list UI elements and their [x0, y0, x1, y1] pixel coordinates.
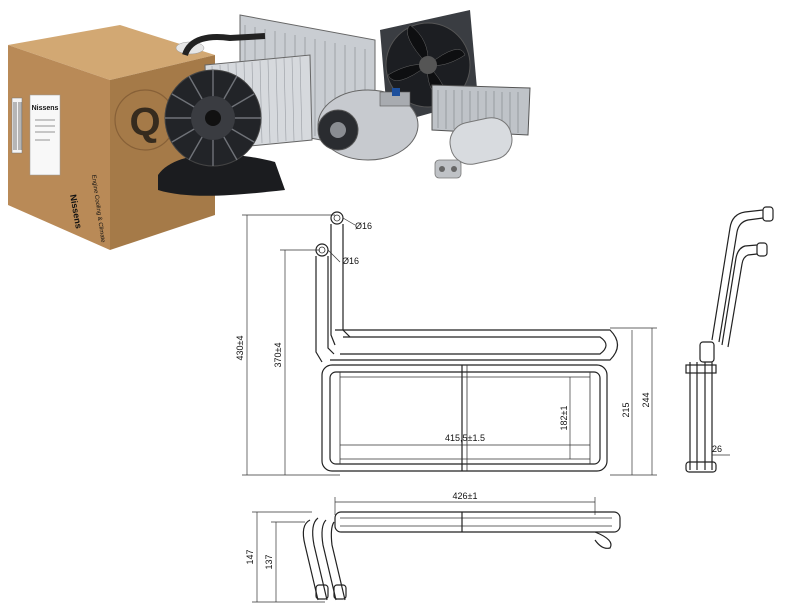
height-outer-label: 244 — [641, 392, 651, 407]
height-inlet-label: 370±4 — [273, 343, 283, 368]
front-view-drawing: Ø16 Ø16 430±4 370±4 415,5±1.5 182±1 215 … — [235, 211, 657, 476]
side-depth-label: 26 — [712, 444, 722, 454]
heater-core-icon — [431, 84, 531, 136]
bottom-height-outer-label: 147 — [245, 549, 255, 564]
side-view-drawing: 26 — [685, 206, 774, 473]
product-photo-collage: Nissens Nissens Engine Cooling & Climate… — [8, 10, 531, 250]
bottom-view-drawing: 426±1 147 137 — [245, 491, 621, 603]
box-logo-text: Nissens — [32, 105, 59, 112]
dia-second-label: Ø16 — [342, 256, 359, 266]
dia-top-label: Ø16 — [355, 221, 372, 231]
bottom-width-label: 426±1 — [453, 491, 478, 501]
height-mid-label: 215 — [621, 402, 631, 417]
ac-compressor-icon — [317, 88, 419, 161]
bottom-height-inner-label: 137 — [264, 554, 274, 569]
receiver-drier-icon — [434, 117, 513, 179]
height-total-label: 430±4 — [235, 336, 245, 361]
core-height-label: 182±1 — [559, 406, 569, 431]
core-width-label: 415,5±1.5 — [445, 433, 485, 443]
quality-seal-letter: Q — [129, 100, 160, 144]
blower-motor-icon — [158, 69, 285, 196]
